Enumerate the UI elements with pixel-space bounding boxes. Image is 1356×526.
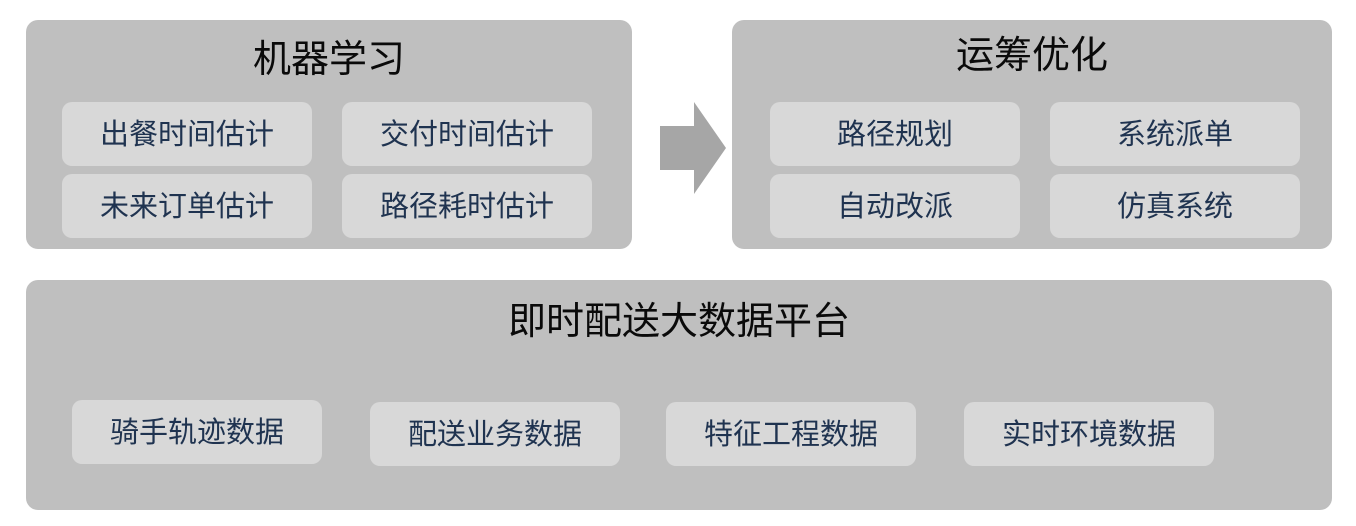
ml-item-route-time: 路径耗时估计: [342, 174, 592, 238]
data-platform-panel: 即时配送大数据平台 骑手轨迹数据 配送业务数据 特征工程数据 实时环境数据: [26, 280, 1332, 510]
operations-optimization-title: 运筹优化: [955, 33, 1108, 77]
ml-item-future-orders: 未来订单估计: [62, 174, 312, 238]
data-item-realtime-environment: 实时环境数据: [964, 402, 1214, 466]
or-item-dispatch: 系统派单: [1050, 102, 1300, 166]
right-arrow-icon: [660, 102, 726, 194]
data-platform-title: 即时配送大数据平台: [507, 299, 850, 343]
machine-learning-panel: 机器学习 出餐时间估计 交付时间估计 未来订单估计 路径耗时估计: [26, 20, 632, 249]
ml-item-delivery-time: 交付时间估计: [342, 102, 592, 166]
data-item-feature-engineering: 特征工程数据: [666, 402, 916, 466]
machine-learning-title: 机器学习: [252, 37, 405, 81]
operations-optimization-panel: 运筹优化 路径规划 系统派单 自动改派 仿真系统: [732, 20, 1332, 249]
or-item-auto-reassign: 自动改派: [770, 174, 1020, 238]
ml-item-prep-time: 出餐时间估计: [62, 102, 312, 166]
data-item-delivery-business: 配送业务数据: [370, 402, 620, 466]
or-item-simulation: 仿真系统: [1050, 174, 1300, 238]
data-item-rider-trajectory: 骑手轨迹数据: [72, 400, 322, 464]
or-item-route-planning: 路径规划: [770, 102, 1020, 166]
